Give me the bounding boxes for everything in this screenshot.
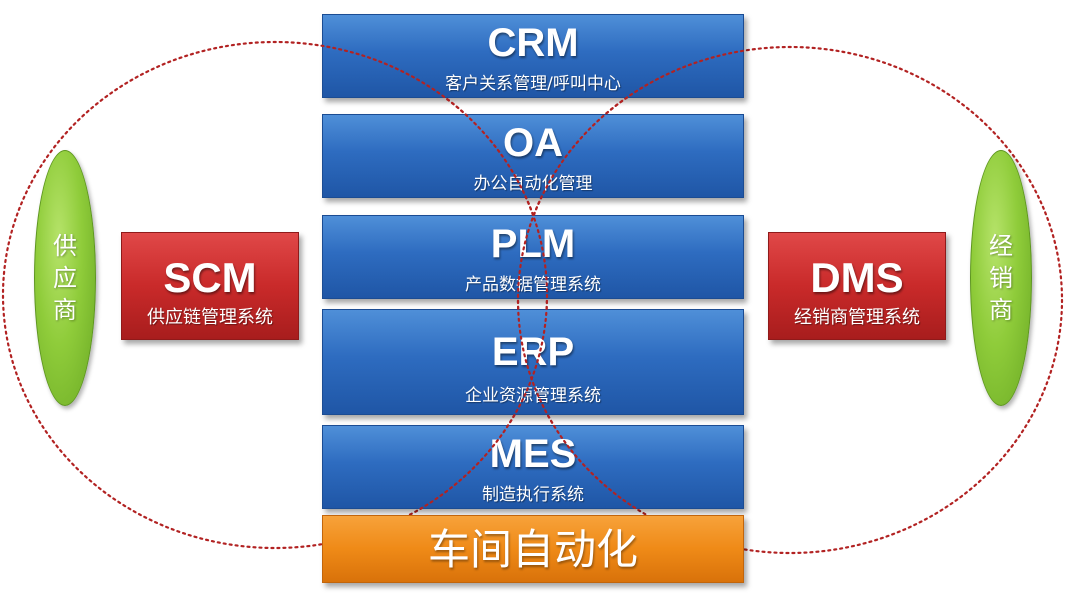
crm-box: CRM 客户关系管理/呼叫中心 xyxy=(322,14,744,98)
plm-desc: 产品数据管理系统 xyxy=(465,275,601,295)
dms-desc: 经销商管理系统 xyxy=(794,307,920,328)
supplier-oval: 供 应 商 xyxy=(34,150,96,406)
erp-desc: 企业资源管理系统 xyxy=(465,386,601,406)
crm-desc: 客户关系管理/呼叫中心 xyxy=(445,74,621,94)
scm-desc: 供应链管理系统 xyxy=(147,307,273,328)
crm-abbr: CRM xyxy=(487,21,579,65)
oa-abbr: OA xyxy=(503,121,563,165)
plm-box: PLM 产品数据管理系统 xyxy=(322,215,744,299)
mes-abbr: MES xyxy=(489,432,577,476)
erp-box: ERP 企业资源管理系统 xyxy=(322,309,744,415)
oa-desc: 办公自动化管理 xyxy=(473,174,593,194)
dms-abbr: DMS xyxy=(810,254,904,301)
supplier-label: 供 应 商 xyxy=(53,232,77,324)
dealer-oval: 经 销 商 xyxy=(970,150,1032,406)
dms-box: DMS 经销商管理系统 xyxy=(768,232,946,340)
dealer-label: 经 销 商 xyxy=(989,232,1013,324)
scm-abbr: SCM xyxy=(163,254,257,301)
workshop-automation-bar: 车间自动化 xyxy=(322,515,744,583)
scm-box: SCM 供应链管理系统 xyxy=(121,232,299,340)
plm-abbr: PLM xyxy=(490,222,576,266)
mes-box: MES 制造执行系统 xyxy=(322,425,744,509)
oa-box: OA 办公自动化管理 xyxy=(322,114,744,198)
erp-abbr: ERP xyxy=(491,330,575,374)
mes-desc: 制造执行系统 xyxy=(482,485,584,505)
